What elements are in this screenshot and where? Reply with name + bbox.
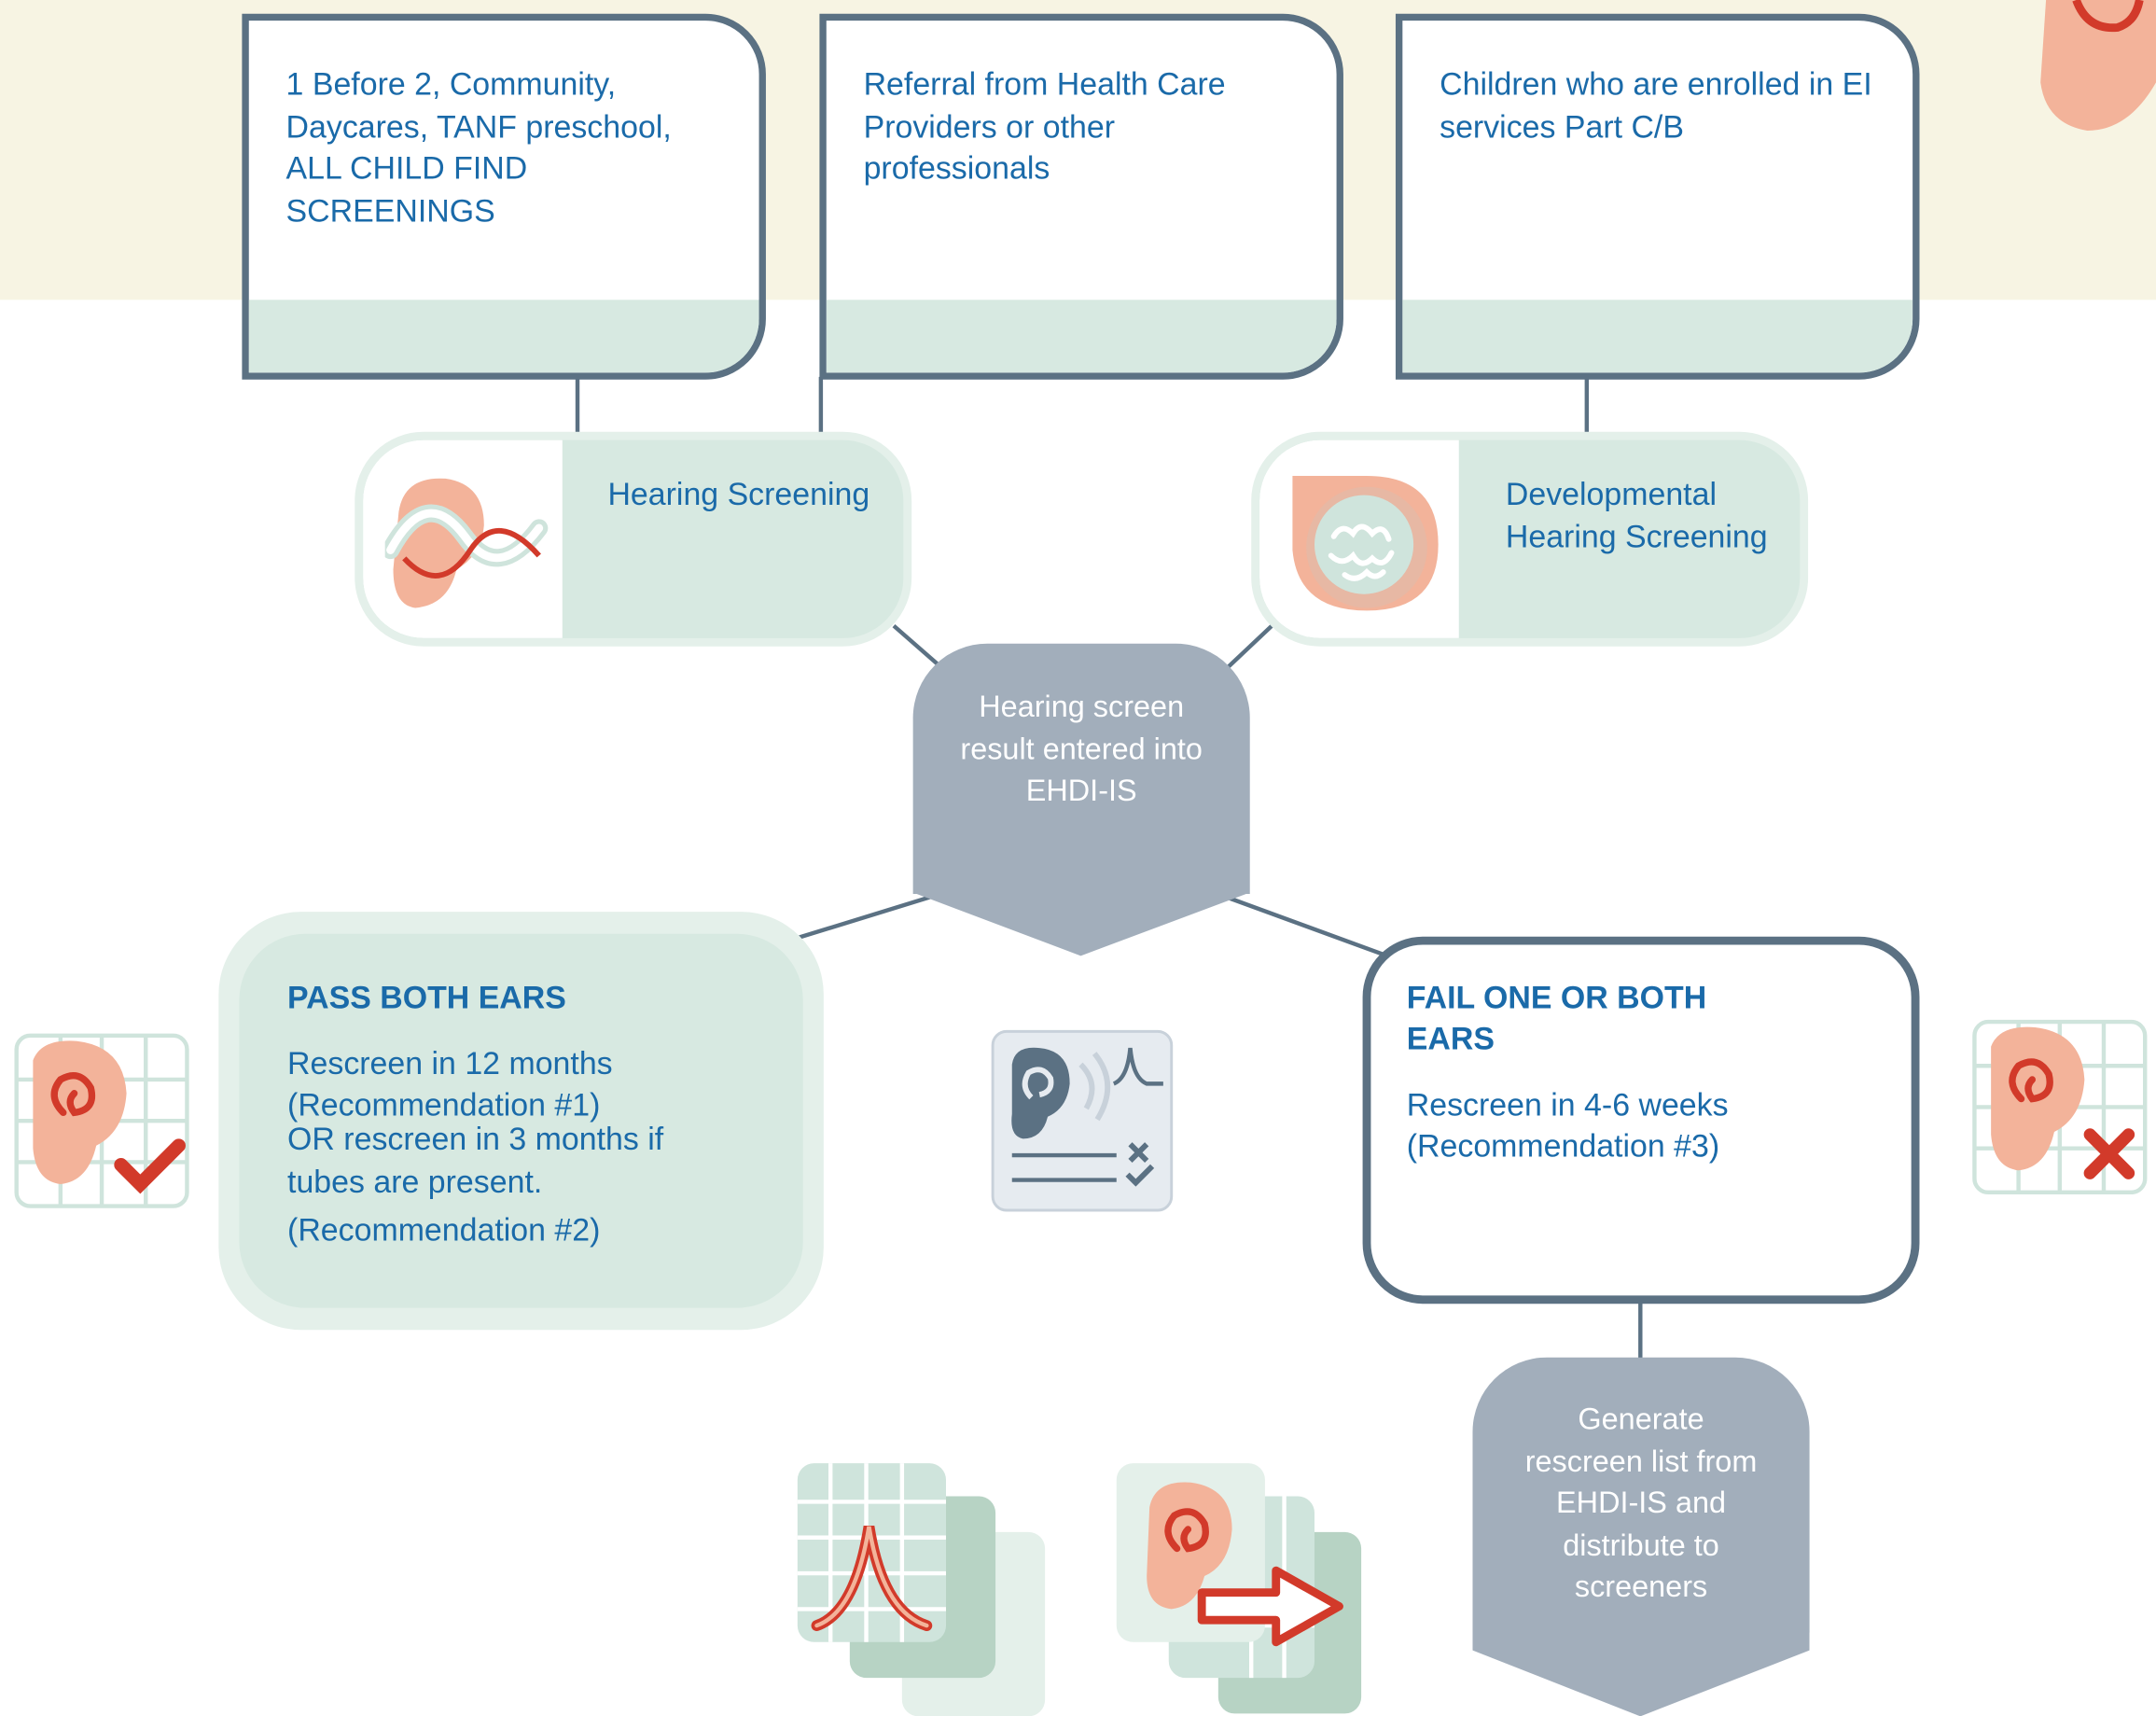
pass-box-inner bbox=[239, 933, 803, 1308]
developmental-screening-pill: Developmental Hearing Screening bbox=[1251, 431, 1809, 647]
pass-line-3: OR rescreen in 3 months if bbox=[287, 1121, 664, 1157]
audiogram-stack-icon bbox=[797, 1463, 1046, 1716]
fail-line-1: Rescreen in 4-6 weeks bbox=[1406, 1086, 1729, 1123]
pass-both-ears-box bbox=[218, 912, 824, 1331]
hearing-screening-label: Hearing Screening bbox=[607, 475, 870, 512]
fail-ears-box bbox=[1362, 936, 1920, 1304]
ear-waveform-icon bbox=[384, 478, 549, 608]
generate-list-point bbox=[1472, 1630, 1810, 1716]
pass-line-4: tubes are present. bbox=[287, 1163, 543, 1200]
fail-line-2: (Recommendation #3) bbox=[1406, 1127, 1720, 1164]
ehdi-entry-shape: Hearing screen result entered into EHDI-… bbox=[912, 643, 1250, 895]
generate-list-text: Generate rescreen list from EHDI-IS and … bbox=[1524, 1401, 1758, 1604]
hearing-screening-pill: Hearing Screening bbox=[355, 431, 912, 647]
brain-ear-icon bbox=[1292, 475, 1439, 611]
pass-line-5: (Recommendation #2) bbox=[287, 1211, 601, 1248]
ear-check-icon bbox=[14, 1033, 189, 1208]
source-box-tint bbox=[248, 300, 759, 373]
connector-dev-center bbox=[1222, 623, 1273, 673]
source-text: Children who are enrolled in EI services… bbox=[1440, 65, 1872, 145]
pill-icon-box bbox=[1259, 439, 1459, 638]
pass-line-2: (Recommendation #1) bbox=[287, 1086, 601, 1123]
ehdi-entry-point bbox=[912, 892, 1250, 956]
pill-icon-box bbox=[363, 439, 563, 638]
fail-title-line-2: EARS bbox=[1406, 1020, 1495, 1056]
developmental-screening-label: Developmental Hearing Screening bbox=[1505, 475, 1768, 554]
ehdi-entry-text: Hearing screen result entered into EHDI-… bbox=[960, 689, 1203, 808]
source-box-ei-services: Children who are enrolled in EI services… bbox=[1395, 13, 1920, 380]
source-text: Referral from Health Care Providers or o… bbox=[863, 65, 1226, 186]
source-box-referral: Referral from Health Care Providers or o… bbox=[819, 13, 1343, 380]
pass-title: PASS BOTH EARS bbox=[287, 979, 566, 1015]
source-box-tint bbox=[1402, 300, 1913, 373]
corner-ear-icon bbox=[2040, 0, 2156, 132]
fail-title-line-1: FAIL ONE OR BOTH bbox=[1406, 979, 1707, 1015]
pass-line-1: Rescreen in 12 months bbox=[287, 1045, 613, 1081]
ear-x-icon bbox=[1972, 1019, 2148, 1195]
source-box-community: 1 Before 2, Community, Daycares, TANF pr… bbox=[242, 13, 766, 380]
audiogram-checklist-icon bbox=[991, 1029, 1174, 1212]
source-box-tint bbox=[826, 300, 1337, 373]
source-text: 1 Before 2, Community, Daycares, TANF pr… bbox=[285, 65, 672, 228]
generate-list-shape: Generate rescreen list from EHDI-IS and … bbox=[1472, 1357, 1810, 1633]
ear-referral-arrow-icon bbox=[1116, 1463, 1362, 1714]
